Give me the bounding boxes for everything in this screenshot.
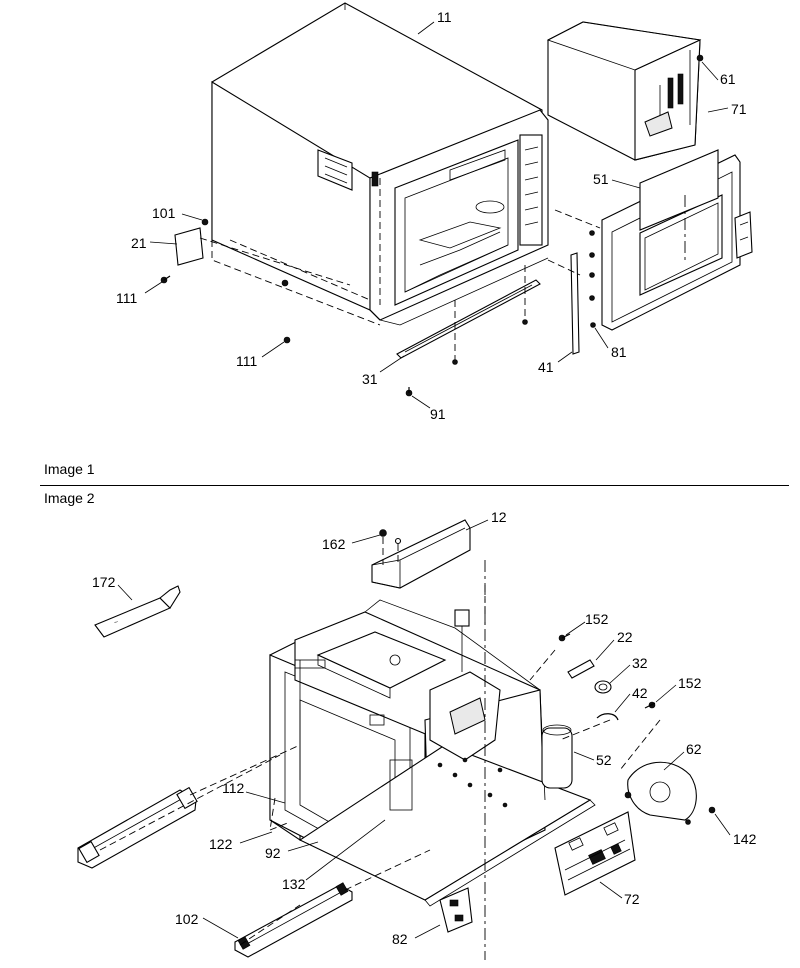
callout-11: 11 — [437, 9, 452, 25]
callout-62: 62 — [686, 741, 702, 757]
callout-81: 81 — [611, 344, 627, 360]
callout-162: 162 — [322, 536, 346, 552]
door-assembly-front — [547, 149, 753, 355]
door-assembly-rear — [546, 21, 704, 161]
callout-32: 32 — [632, 655, 648, 671]
callout-132: 132 — [282, 876, 306, 892]
top-bracket — [371, 519, 471, 589]
svg-text:~: ~ — [113, 619, 119, 627]
callout-111-a: 111 — [116, 290, 137, 306]
callout-52: 52 — [596, 752, 612, 768]
leader-lines-image1 — [144, 21, 729, 409]
image2-diagram: ~ — [77, 509, 757, 960]
callout-152-a: 152 — [585, 611, 609, 627]
left-rail-lower — [234, 882, 353, 958]
callout-61: 61 — [720, 71, 736, 87]
callout-152-b: 152 — [678, 675, 702, 691]
control-board — [554, 811, 636, 896]
callouts-image2: 12 162 172 152 22 32 152 42 62 52 112 12… — [92, 509, 757, 947]
callout-122: 122 — [209, 836, 233, 852]
callout-111-b: 111 — [236, 353, 257, 369]
callout-172: 172 — [92, 574, 116, 590]
image1-caption: Image 1 — [44, 461, 95, 477]
callout-21: 21 — [131, 235, 147, 251]
door-interlock-switch — [439, 887, 473, 933]
callout-41: 41 — [538, 359, 554, 375]
callout-82: 82 — [392, 931, 408, 947]
bottom-rail — [396, 265, 541, 360]
side-cover-plate — [174, 218, 351, 286]
callout-91: 91 — [430, 406, 446, 422]
callouts-image1: 11 61 71 51 101 21 111 111 31 91 41 81 — [116, 9, 747, 422]
section-divider — [40, 485, 789, 486]
callout-101: 101 — [152, 205, 176, 221]
callout-31: 31 — [362, 371, 378, 387]
callout-51: 51 — [593, 171, 609, 187]
callout-12: 12 — [491, 509, 507, 525]
grease-tube: ~ — [94, 585, 181, 638]
oven-chassis — [269, 599, 596, 907]
callout-22: 22 — [617, 629, 633, 645]
image1-diagram: 11 61 71 51 101 21 111 111 31 91 41 81 — [116, 2, 753, 422]
image2-caption: Image 2 — [44, 490, 95, 506]
callout-42: 42 — [632, 685, 648, 701]
callout-71: 71 — [731, 101, 747, 117]
fan-motor-cover — [624, 761, 697, 821]
callout-92: 92 — [265, 845, 281, 861]
dashed-lines-image2 — [99, 560, 661, 960]
callout-142: 142 — [733, 831, 757, 847]
leader-lines-image2 — [117, 519, 731, 939]
callout-112: 112 — [222, 780, 245, 796]
screws-image1 — [160, 275, 528, 397]
small-parts-image2 — [558, 633, 716, 825]
callout-72: 72 — [624, 891, 640, 907]
left-rail-upper — [77, 786, 198, 869]
oven-front-frame — [369, 109, 549, 326]
callout-102: 102 — [175, 911, 199, 927]
